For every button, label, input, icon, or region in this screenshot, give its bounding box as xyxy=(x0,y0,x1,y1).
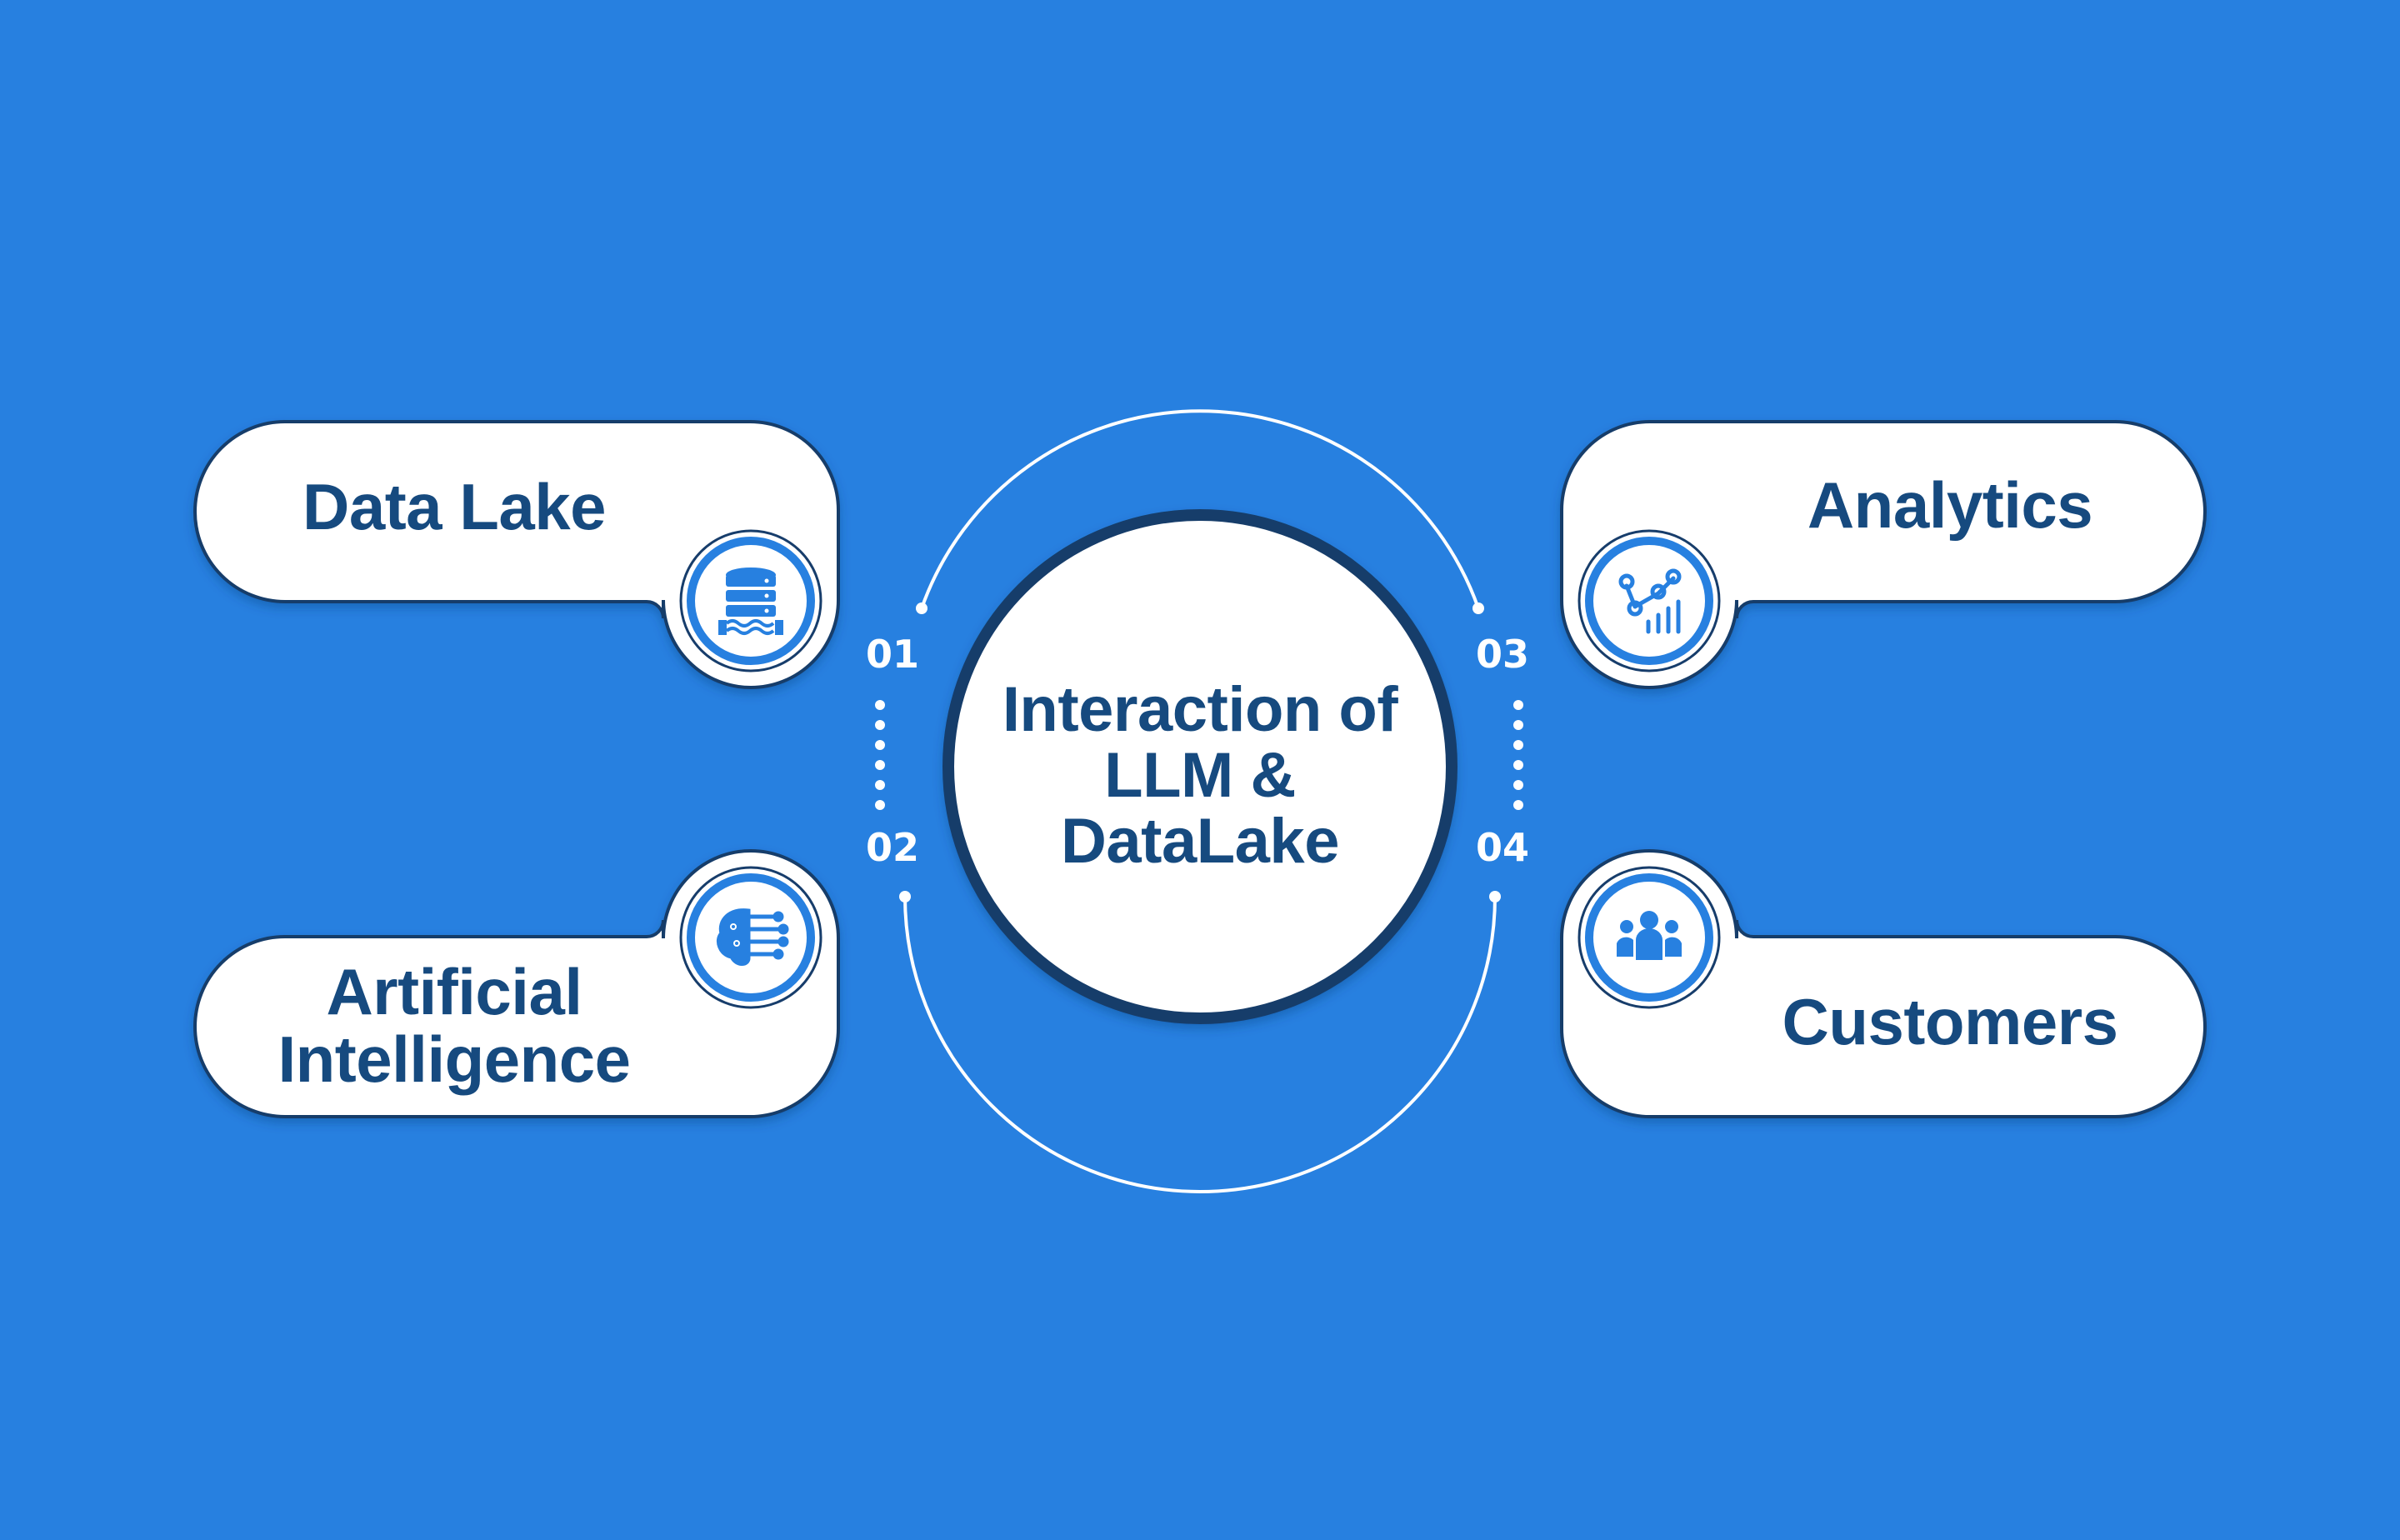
icon-badge-analytics xyxy=(1578,529,1721,672)
card-label-ai-line-2: Intelligence xyxy=(278,1022,631,1097)
analytics-chart-icon xyxy=(1618,568,1682,634)
card-customers xyxy=(1560,849,2207,1118)
card-analytics xyxy=(1560,420,2207,689)
step-number-03: 03 xyxy=(1475,632,1529,677)
center-hub-circle xyxy=(942,509,1458,1024)
database-lake-icon xyxy=(718,568,783,635)
center-title-line-3: DataLake xyxy=(1061,806,1339,878)
dotted-connector-left xyxy=(875,700,885,810)
card-label-analytics: Analytics xyxy=(1807,468,2093,542)
customers-group-icon xyxy=(1617,911,1682,960)
outer-ring xyxy=(903,409,1497,1193)
step-number-02: 02 xyxy=(865,825,919,870)
center-title-line-2: LLM & xyxy=(1104,740,1296,812)
card-label-ai-line-1: Artificial xyxy=(326,955,582,1028)
ring-end-dots xyxy=(899,602,1501,902)
center-title-line-1: Interaction of xyxy=(1002,674,1398,745)
step-number-01: 01 xyxy=(865,632,919,677)
dotted-connector-right xyxy=(1513,700,1523,810)
ai-brain-circuit-icon xyxy=(717,908,789,966)
icon-badge-data-lake xyxy=(679,529,822,672)
card-label-artificial-intelligence: Artificial Intelligence xyxy=(242,958,667,1093)
card-label-data-lake: Data Lake xyxy=(302,470,607,543)
card-label-customers: Customers xyxy=(1782,985,2118,1058)
center-title: Interaction of LLM & DataLake xyxy=(950,677,1450,874)
card-data-lake xyxy=(193,420,840,689)
step-number-04: 04 xyxy=(1475,825,1529,870)
icon-badge-artificial-intelligence xyxy=(679,866,822,1009)
card-artificial-intelligence xyxy=(193,849,840,1118)
icon-badge-customers xyxy=(1578,866,1721,1009)
